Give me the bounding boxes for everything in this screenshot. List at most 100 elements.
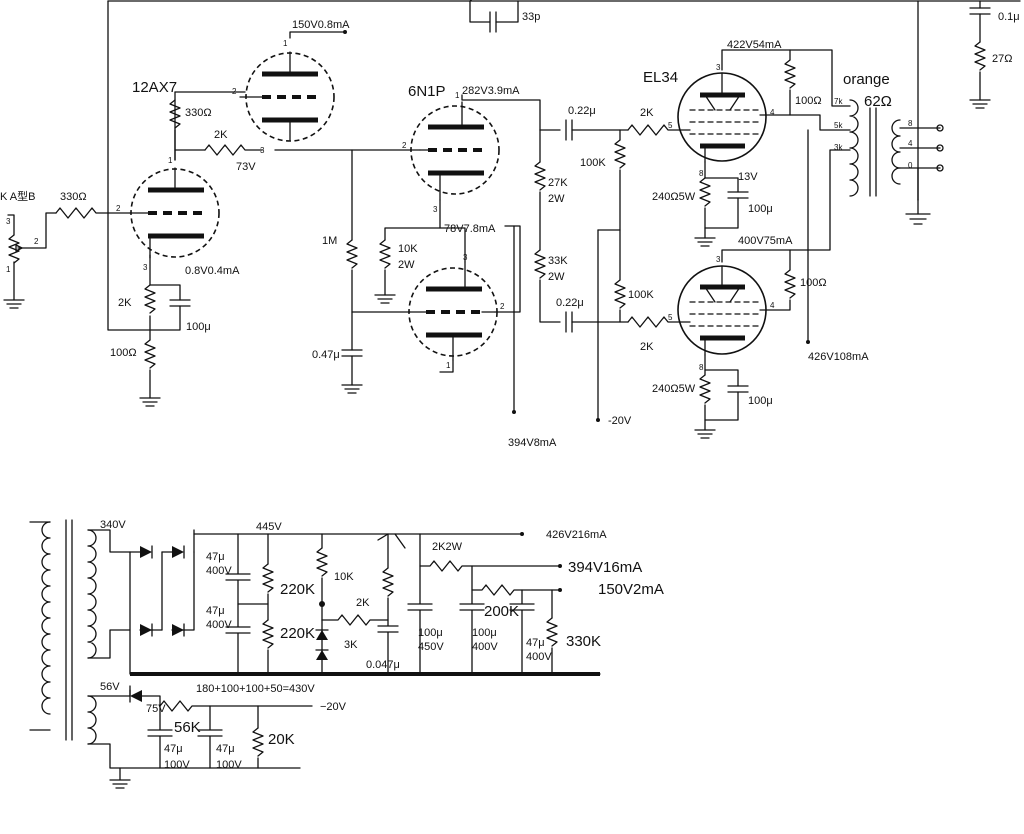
svg-text:10K: 10K: [398, 243, 418, 255]
svg-text:1: 1: [455, 91, 460, 100]
v1-mid-label: 73V: [236, 161, 256, 173]
svg-text:394V16mA: 394V16mA: [568, 559, 642, 576]
svg-text:240Ω5W: 240Ω5W: [652, 191, 696, 203]
svg-text:100Ω: 100Ω: [110, 347, 137, 359]
power-supply: [29, 519, 601, 789]
svg-text:2K: 2K: [640, 341, 654, 353]
svg-text:450V: 450V: [418, 641, 444, 653]
svg-text:75V: 75V: [146, 703, 166, 715]
opt-color-label: orange: [843, 71, 890, 88]
svg-text:3: 3: [716, 255, 721, 264]
psu-labels: 340V 445V 56V 47μ 400V 47μ 400V 220K 220…: [100, 519, 664, 771]
v3b-op-label: 400V75mA: [738, 235, 793, 247]
fb-cap-label: 33p: [522, 11, 540, 23]
svg-text:2W: 2W: [548, 193, 565, 205]
svg-text:5: 5: [668, 121, 673, 130]
svg-text:2K2W: 2K2W: [432, 541, 463, 553]
tube-labels: 12AX7 6N1P EL34: [132, 69, 678, 100]
svg-text:1: 1: [283, 39, 288, 48]
svg-text:100μ: 100μ: [418, 627, 443, 639]
svg-text:2W: 2W: [398, 259, 415, 271]
svg-text:100V: 100V: [164, 759, 190, 771]
svg-text:3k: 3k: [834, 143, 843, 152]
svg-text:100μ: 100μ: [472, 627, 497, 639]
input-label: K A型B: [0, 189, 35, 203]
tube-label-12ax7: 12AX7: [132, 79, 177, 96]
svg-text:2W: 2W: [548, 271, 565, 283]
svg-text:400V: 400V: [206, 619, 232, 631]
svg-text:100Ω: 100Ω: [800, 277, 827, 289]
svg-text:47μ: 47μ: [164, 743, 183, 755]
svg-text:0.47μ: 0.47μ: [312, 349, 340, 361]
svg-text:100V: 100V: [216, 759, 242, 771]
svg-text:56K: 56K: [174, 719, 201, 736]
svg-text:47μ: 47μ: [526, 637, 545, 649]
svg-text:8: 8: [699, 169, 704, 178]
svg-text:5k: 5k: [834, 121, 843, 130]
pin-numbers: 1 2 3 1 2 3 1 2 3 3 2 1 3 5 4 8 3 5 4 8 …: [6, 39, 775, 372]
svg-text:20K: 20K: [268, 731, 295, 748]
bias-13v-label: 13V: [738, 171, 758, 183]
operating-point-labels: K A型B 150V0.8mA 0.8V0.4mA 73V 282V3.9mA …: [0, 11, 1020, 449]
svg-text:150V2mA: 150V2mA: [598, 581, 664, 598]
svg-text:100μ: 100μ: [186, 321, 211, 333]
svg-text:426V216mA: 426V216mA: [546, 529, 607, 541]
svg-text:3: 3: [143, 263, 148, 272]
v2a-op-label: 282V3.9mA: [462, 85, 520, 97]
svg-text:400V: 400V: [526, 651, 552, 663]
svg-text:400V: 400V: [206, 565, 232, 577]
out-cap-label: 0.1μ: [998, 11, 1020, 23]
svg-text:3: 3: [260, 146, 265, 155]
svg-text:340V: 340V: [100, 519, 126, 531]
svg-text:8: 8: [908, 119, 913, 128]
svg-text:−20V: −20V: [320, 701, 347, 713]
svg-text:400V: 400V: [472, 641, 498, 653]
tube-el34-upper: [677, 72, 767, 163]
svg-text:0.047μ: 0.047μ: [366, 659, 400, 671]
v3a-op-label: 422V54mA: [727, 39, 782, 51]
svg-text:0.22μ: 0.22μ: [568, 105, 596, 117]
svg-text:445V: 445V: [256, 521, 282, 533]
svg-text:47μ: 47μ: [216, 743, 235, 755]
svg-text:2: 2: [500, 302, 505, 311]
svg-text:56V: 56V: [100, 681, 120, 693]
b-394-label: 394V8mA: [508, 437, 557, 449]
svg-text:100μ: 100μ: [748, 203, 773, 215]
svg-text:2K: 2K: [356, 597, 370, 609]
svg-text:5: 5: [668, 313, 673, 322]
svg-text:1: 1: [6, 265, 11, 274]
svg-text:3: 3: [716, 63, 721, 72]
svg-text:180+100+100+50=430V: 180+100+100+50=430V: [196, 683, 315, 695]
svg-text:2K: 2K: [640, 107, 654, 119]
svg-text:1: 1: [168, 156, 173, 165]
svg-text:200K: 200K: [484, 603, 519, 620]
svg-text:2: 2: [34, 237, 39, 246]
tube-12ax7-upper: [239, 51, 335, 142]
component-labels: 330Ω 330Ω 2K 1M 0.47μ 10K 2W 27K 2W 33K …: [60, 95, 913, 407]
svg-text:100μ: 100μ: [748, 395, 773, 407]
svg-text:3: 3: [6, 217, 11, 226]
tube-12ax7-lower: [129, 167, 220, 259]
svg-text:330K: 330K: [566, 633, 601, 650]
svg-text:330Ω: 330Ω: [60, 191, 87, 203]
bias-neg-label: -20V: [608, 415, 632, 427]
v2b-op-label: 78V7.8mA: [444, 223, 496, 235]
b-426-label: 426V108mA: [808, 351, 869, 363]
svg-text:8: 8: [699, 363, 704, 372]
tube-el34-lower: [677, 265, 767, 356]
svg-text:2: 2: [402, 141, 407, 150]
svg-text:3: 3: [433, 205, 438, 214]
svg-text:2K: 2K: [214, 129, 228, 141]
svg-text:3K: 3K: [344, 639, 358, 651]
svg-text:4: 4: [770, 301, 775, 310]
svg-text:2: 2: [116, 204, 121, 213]
svg-text:4: 4: [770, 108, 775, 117]
opt-imp-label: 62Ω: [864, 93, 892, 110]
svg-text:100Ω: 100Ω: [795, 95, 822, 107]
svg-text:3: 3: [463, 253, 468, 262]
svg-text:1M: 1M: [322, 235, 337, 247]
svg-text:240Ω5W: 240Ω5W: [652, 383, 696, 395]
svg-text:1: 1: [446, 361, 451, 370]
svg-text:10K: 10K: [334, 571, 354, 583]
